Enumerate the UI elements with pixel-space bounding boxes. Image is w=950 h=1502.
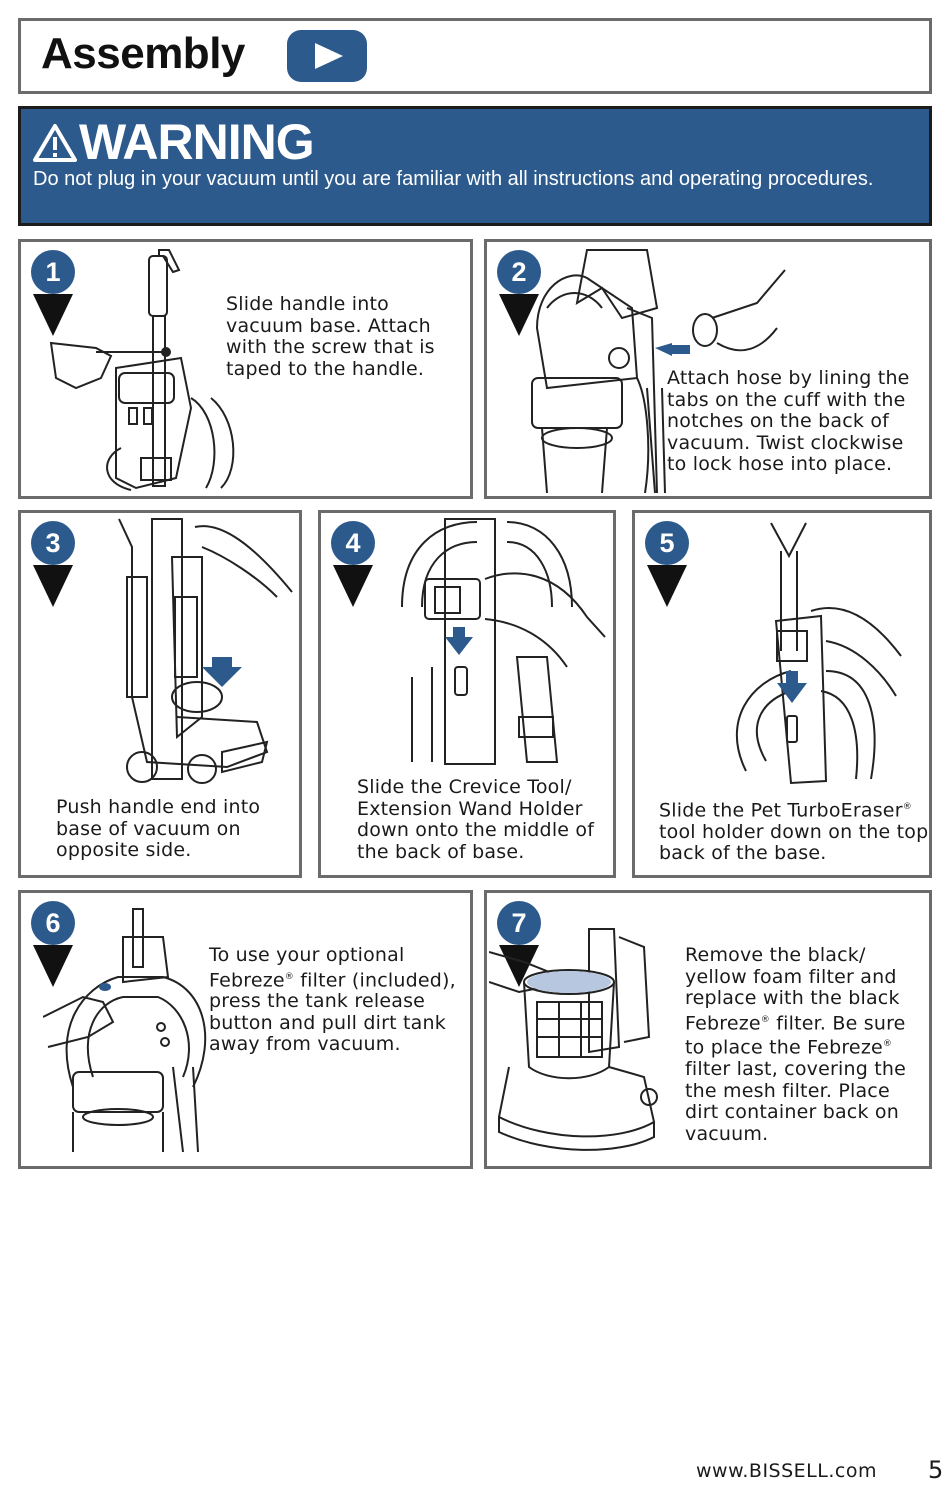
hose-attach-illustration <box>531 249 786 493</box>
step-number: 7 <box>497 901 541 945</box>
step-4-panel: 4 Slide the Crevice Tool/ Extension Wand… <box>318 510 616 878</box>
step-7-text-part: filter. Be sure to place the Febreze <box>685 1011 906 1059</box>
step-3-text: Push handle end into base of vacuum on o… <box>56 796 261 861</box>
step-arrow-icon <box>33 945 73 987</box>
turboeraser-holder-illustration <box>735 522 902 785</box>
handle-end-illustration <box>118 518 293 784</box>
filter-replace-illustration <box>489 928 658 1151</box>
step-2-panel: 2 Attach hose by lining the tabs on the … <box>484 239 932 499</box>
step-1-text: Slide handle into vacuum base. Attach wi… <box>226 293 435 380</box>
step-number: 5 <box>645 521 689 565</box>
dirt-tank-release-illustration <box>43 908 207 1152</box>
vacuum-handle-illustration <box>49 249 235 491</box>
step-7-text-part: Remove the black/ yellow foam filter and… <box>685 944 900 1034</box>
warning-title: WARNING <box>79 114 315 170</box>
section-title: Assembly <box>41 29 245 78</box>
step-5-panel: 5 Slide the Pet TurboEraser® tool holder… <box>632 510 932 878</box>
step-6-text-part: To use your optional Febreze <box>209 944 405 991</box>
step-3-panel: 3 Push handle end into base of vacuum on… <box>18 510 302 878</box>
registered-mark: ® <box>760 1014 770 1025</box>
play-icon <box>315 43 343 69</box>
step-5-text-part: Slide the Pet TurboEraser <box>659 799 903 822</box>
step-6-text: To use your optional Febreze® filter (in… <box>209 944 469 1056</box>
step-arrow-icon <box>333 565 373 607</box>
footer-url: www.BISSELL.com <box>696 1460 877 1482</box>
step-2-text: Attach hose by lining the tabs on the cu… <box>667 367 910 475</box>
step-4-text: Slide the Crevice Tool/ Extension Wand H… <box>357 776 595 863</box>
step-number: 4 <box>331 521 375 565</box>
registered-mark: ® <box>284 971 294 982</box>
page-number: 5 <box>928 1456 944 1484</box>
step-7-text-part: filter last, covering the the mesh filte… <box>685 1058 907 1145</box>
step-6-panel: 6 To use your optional Febreze® filter (… <box>18 890 473 1169</box>
step-6-text-part: filter (included), press the tank releas… <box>209 968 456 1056</box>
step-1-panel: 1 Slide handle into vacuum base. Attach … <box>18 239 473 499</box>
warning-text: Do not plug in your vacuum until you are… <box>33 168 874 190</box>
step-5-text: Slide the Pet TurboEraser® tool holder d… <box>659 797 929 865</box>
warning-triangle-icon <box>33 124 77 162</box>
step-5-text-part: tool holder down on the top back of the … <box>659 820 929 865</box>
warning-banner: WARNING Do not plug in your vacuum until… <box>18 106 932 226</box>
step-number: 3 <box>31 521 75 565</box>
step-7-text: Remove the black/ yellow foam filter and… <box>685 944 925 1145</box>
registered-mark: ® <box>882 1039 893 1050</box>
step-arrow-icon <box>33 294 73 336</box>
step-number: 2 <box>497 250 541 294</box>
step-number: 6 <box>31 901 75 945</box>
step-arrow-icon <box>647 565 687 607</box>
crevice-holder-illustration <box>401 518 606 765</box>
step-number: 1 <box>31 250 75 294</box>
play-button <box>287 30 367 82</box>
step-7-panel: 7 Remove the black/ yellow foam filter a… <box>484 890 932 1169</box>
registered-mark: ® <box>902 802 912 812</box>
step-arrow-icon <box>33 565 73 607</box>
step-arrow-icon <box>499 294 539 336</box>
section-header: Assembly <box>18 18 932 94</box>
